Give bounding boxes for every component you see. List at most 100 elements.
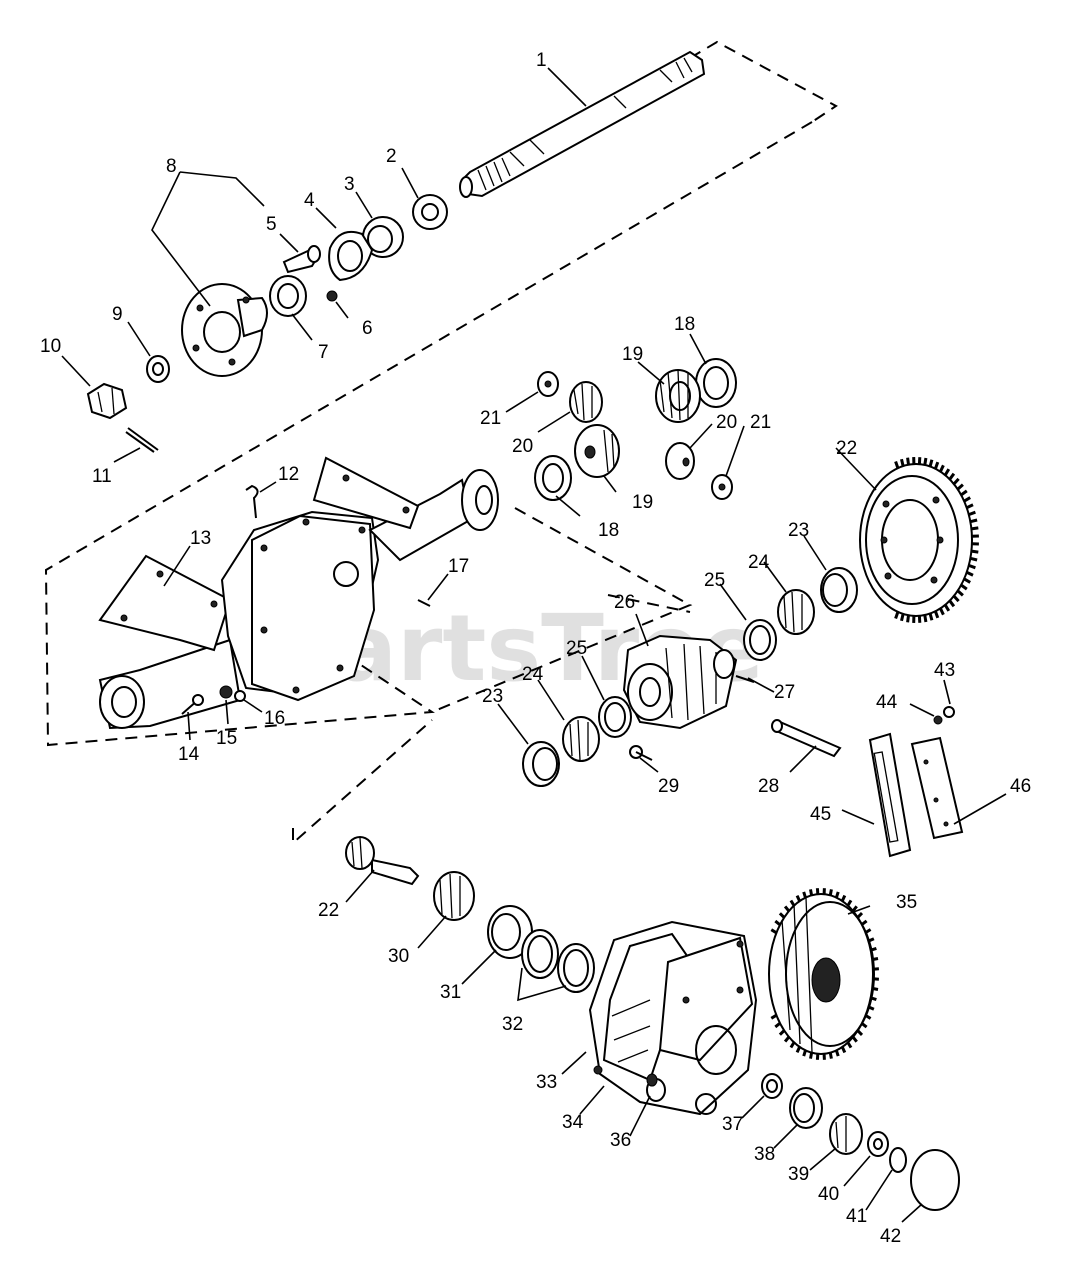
callout-32: 32 bbox=[502, 1014, 523, 1035]
gear-tooth bbox=[956, 483, 964, 491]
gear-tooth bbox=[856, 1029, 864, 1036]
gear-tooth bbox=[795, 894, 801, 902]
callout-15: 15 bbox=[216, 728, 237, 749]
cap-42 bbox=[910, 1149, 960, 1211]
gear-tooth bbox=[774, 1022, 781, 1029]
gear-tooth bbox=[828, 1052, 833, 1059]
thrust-washer-18-lower bbox=[534, 455, 572, 501]
callout-26: 26 bbox=[614, 592, 635, 613]
gear-tooth bbox=[856, 912, 864, 919]
gear-tooth bbox=[795, 1046, 801, 1054]
gear-tooth bbox=[963, 577, 971, 584]
callout-14: 14 bbox=[178, 744, 200, 765]
callout-labels: 1 2 3 4 5 6 7 8 9 10 11 12 13 14 15 16 1… bbox=[40, 50, 1031, 1247]
callout-38: 38 bbox=[754, 1144, 775, 1165]
thrust-washer-21-upper bbox=[537, 371, 559, 397]
callout-20-right: 20 bbox=[716, 412, 737, 433]
gear-tooth bbox=[956, 589, 964, 597]
gear-tooth bbox=[789, 1041, 796, 1049]
gear-tooth bbox=[867, 1005, 875, 1011]
gear-tooth bbox=[783, 1035, 791, 1043]
bearing-cup-38 bbox=[789, 1087, 823, 1129]
gear-tooth bbox=[943, 468, 951, 476]
bearing-cone-24-lower bbox=[562, 716, 600, 762]
callout-30: 30 bbox=[388, 946, 409, 967]
callout-45: 45 bbox=[810, 804, 831, 825]
spline-section bbox=[477, 57, 693, 191]
ring-gear-22 bbox=[859, 463, 973, 617]
bearing-cup-31 bbox=[487, 905, 533, 959]
gear-tooth bbox=[770, 928, 778, 935]
spur-gear-teeth bbox=[770, 888, 879, 1060]
gear-tooth bbox=[969, 518, 978, 524]
callout-20-left: 20 bbox=[512, 436, 533, 457]
shim-plate-45 bbox=[868, 732, 912, 858]
callout-22-pinion: 22 bbox=[318, 900, 339, 921]
gear-tooth bbox=[960, 583, 968, 591]
callout-17: 17 bbox=[448, 556, 469, 577]
callout-24-upper: 24 bbox=[748, 552, 770, 573]
gear-tooth bbox=[923, 614, 928, 623]
gear-tooth bbox=[968, 563, 976, 570]
gear-tooth bbox=[828, 889, 833, 896]
gear-tooth bbox=[871, 986, 879, 991]
gear-tooth bbox=[783, 905, 791, 913]
ring-gear-teeth bbox=[894, 457, 979, 623]
callout-43: 43 bbox=[934, 660, 955, 681]
pinion-shaft-22 bbox=[345, 836, 420, 886]
side-gear-19-lower bbox=[574, 424, 620, 478]
axle-shaft bbox=[459, 50, 706, 198]
gear-tooth bbox=[802, 891, 807, 899]
washer-15 bbox=[219, 685, 233, 699]
bearing-cone-24-upper bbox=[777, 589, 815, 635]
thrust-washer-18-upper bbox=[695, 358, 737, 408]
callout-3: 3 bbox=[344, 174, 355, 195]
callout-18-lower: 18 bbox=[598, 520, 619, 541]
gear-tooth bbox=[851, 1036, 858, 1043]
callout-41: 41 bbox=[846, 1206, 867, 1227]
bolt-14 bbox=[181, 694, 204, 715]
pin-17 bbox=[417, 599, 431, 607]
callout-6: 6 bbox=[362, 318, 373, 339]
gear-tooth bbox=[870, 996, 877, 1002]
callout-1: 1 bbox=[536, 50, 547, 71]
callout-46: 46 bbox=[1010, 776, 1031, 797]
callout-13: 13 bbox=[190, 528, 211, 549]
washer-9 bbox=[146, 355, 170, 383]
washer-44 bbox=[933, 715, 943, 725]
callout-19-lower: 19 bbox=[632, 492, 653, 513]
callout-31: 31 bbox=[440, 982, 461, 1003]
bearing-30 bbox=[433, 871, 475, 921]
gear-tooth bbox=[851, 905, 858, 912]
gear-tooth bbox=[864, 928, 872, 934]
bearing-cup-23-lower bbox=[522, 741, 560, 787]
callout-33: 33 bbox=[536, 1072, 557, 1093]
pinion-gear-20-lower bbox=[665, 442, 695, 480]
gear-tooth bbox=[906, 457, 910, 465]
callout-4: 4 bbox=[304, 190, 315, 211]
callout-39: 39 bbox=[788, 1164, 809, 1185]
gear-tooth bbox=[939, 607, 945, 616]
callout-8: 8 bbox=[166, 156, 177, 177]
bearing-39 bbox=[829, 1113, 863, 1155]
callout-11: 11 bbox=[92, 466, 112, 487]
gear-tooth bbox=[860, 919, 868, 926]
gear-tooth bbox=[840, 894, 847, 902]
gear-tooth bbox=[948, 599, 956, 608]
bushing-37 bbox=[761, 1073, 783, 1099]
pin-27 bbox=[735, 675, 755, 683]
gear-tooth bbox=[770, 1013, 778, 1020]
fitting-43 bbox=[943, 706, 955, 718]
gear-tooth bbox=[802, 1049, 807, 1057]
gear-tooth bbox=[933, 461, 940, 470]
differential-case-26 bbox=[622, 634, 738, 730]
castle-nut-10 bbox=[86, 382, 128, 420]
gear-tooth bbox=[894, 611, 900, 619]
callout-19-upper: 19 bbox=[622, 344, 643, 365]
gear-tooth bbox=[846, 899, 853, 907]
callout-28: 28 bbox=[758, 776, 779, 797]
gear-tooth bbox=[968, 510, 976, 517]
callout-18-upper: 18 bbox=[674, 314, 695, 335]
gear-tooth bbox=[870, 946, 877, 952]
callout-9: 9 bbox=[112, 304, 123, 325]
